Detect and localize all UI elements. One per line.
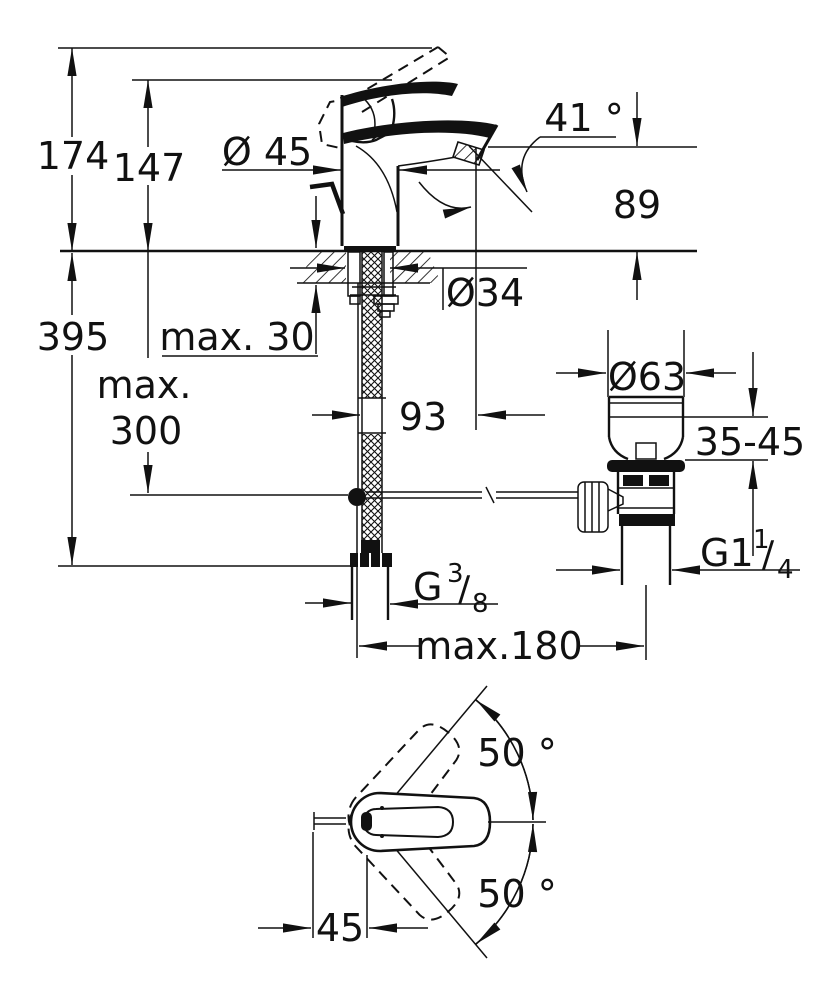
dim-waste-flange-diameter: Ø63 — [556, 355, 736, 399]
aerator — [451, 141, 486, 166]
dim-label-dia45: Ø 45 — [222, 130, 312, 174]
supply-thread-base: G — [413, 565, 442, 609]
dim-label-dia63: Ø63 — [608, 355, 686, 399]
dim-spout-projection: 93 — [312, 395, 545, 439]
handle-top-view — [349, 791, 492, 853]
waste-flange — [607, 395, 685, 461]
dim-mount-depth: max. 300 — [97, 252, 192, 493]
dim-hole-diameter: Ø34 — [290, 263, 527, 315]
ball-joint — [348, 488, 366, 506]
supply-thread-numerator: 3 — [447, 559, 464, 589]
waste-thread-denominator: 4 — [777, 555, 794, 585]
dim-label-300: 300 — [110, 409, 183, 453]
dim-label-50deg-lower: 50 ° — [477, 872, 556, 916]
pull-rod-knob — [309, 181, 346, 248]
dim-swing-angles: 50 ° 50 ° — [475, 699, 557, 945]
top-view: 50 ° 50 ° 45 — [258, 685, 557, 959]
dim-label-dia34: Ø34 — [446, 271, 524, 315]
faucet-body — [340, 95, 400, 252]
supply-thread-slash: / — [458, 569, 471, 610]
hose-crimp — [361, 540, 380, 553]
waste-assembly — [577, 330, 685, 660]
waste-thread-slash: / — [762, 534, 775, 575]
dim-body-diameter: Ø 45 — [222, 130, 500, 175]
front-view: 174 147 Ø 45 41 ° 89 395 — [37, 46, 805, 668]
waste-thread-numerator: 1 — [753, 525, 770, 555]
dim-label-147: 147 — [113, 146, 186, 190]
dim-label-89: 89 — [613, 183, 661, 227]
dim-label-174: 174 — [37, 134, 110, 178]
dim-spout-height: 147 — [113, 80, 186, 251]
waste-seal-disc — [607, 460, 685, 472]
dim-label-93: 93 — [399, 395, 447, 439]
rod-stub — [313, 812, 346, 830]
dim-waste-thread: G1 1 / 4 — [556, 525, 800, 585]
dim-spout-angle: 41 ° — [418, 96, 624, 219]
spout — [343, 120, 499, 167]
dim-label-41deg: 41 ° — [544, 96, 623, 140]
dim-label-max: max. — [97, 363, 192, 407]
dim-supply-thread: G 3 / 8 — [305, 559, 498, 619]
dim-label-max30: max. 30 — [159, 315, 314, 359]
dim-label-max180: max.180 — [415, 624, 582, 668]
shank-and-hoses — [347, 251, 399, 620]
popup-linkage — [348, 283, 578, 658]
dim-label-395: 395 — [37, 315, 110, 359]
dim-label-35-45: 35-45 — [695, 420, 805, 464]
dim-label-50deg-upper: 50 ° — [477, 731, 556, 775]
dim-total-height: 174 — [37, 48, 110, 251]
rod-clamp-screw — [577, 481, 624, 533]
handle-open-dashed — [317, 46, 451, 149]
dim-hose-to-waste: max.180 — [359, 624, 644, 668]
waste-body — [616, 472, 676, 660]
dim-basin-thickness: 35-45 — [683, 352, 805, 556]
waste-thread-base: G1 — [700, 531, 754, 575]
base-gasket — [344, 246, 396, 252]
supply-thread-denominator: 8 — [472, 589, 489, 619]
dim-deck-thickness: max. 30 — [159, 285, 321, 359]
lever-badge — [361, 812, 372, 831]
dim-below-deck-length: 395 — [37, 253, 110, 565]
dim-outlet-height: 89 — [613, 92, 661, 300]
dim-label-45: 45 — [316, 906, 364, 950]
dim-lever-offset: 45 — [258, 832, 428, 950]
